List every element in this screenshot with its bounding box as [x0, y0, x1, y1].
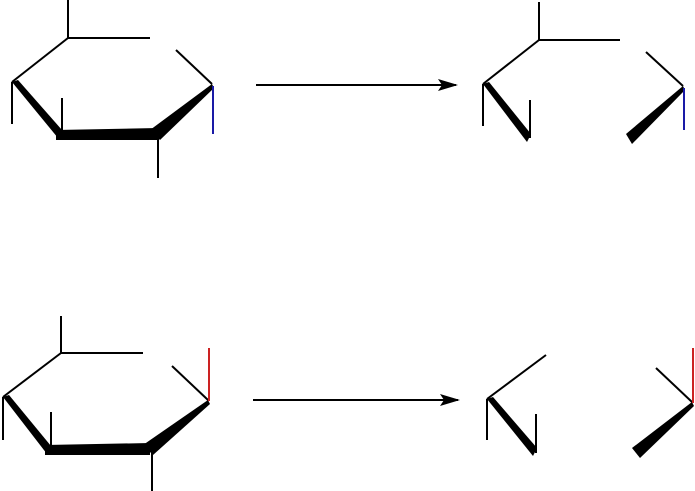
bond	[482, 39, 540, 85]
wedge-bond-bold	[56, 128, 158, 140]
top-reactant-ring	[11, 0, 213, 178]
bottom-reaction	[2, 316, 694, 491]
wedge-bond	[632, 402, 694, 458]
bond	[11, 37, 69, 83]
bottom-product-fragments	[486, 354, 693, 453]
top-reaction	[11, 0, 685, 178]
bond	[2, 352, 62, 398]
wedge-bond	[143, 400, 210, 455]
top-product-fragments	[482, 2, 684, 138]
wedge-bond	[487, 397, 537, 456]
bond	[486, 354, 547, 400]
bond	[171, 365, 209, 401]
wedge-bond	[12, 80, 62, 138]
wedge-bond	[626, 86, 685, 144]
bond	[645, 51, 684, 87]
bond	[655, 367, 693, 403]
wedge-bond	[3, 395, 51, 454]
wedge-bond	[150, 84, 214, 140]
bond	[175, 49, 213, 85]
wedge-bond-bold	[45, 443, 150, 455]
bottom-reactant-ring	[2, 316, 209, 491]
wedge-bond	[483, 82, 531, 142]
